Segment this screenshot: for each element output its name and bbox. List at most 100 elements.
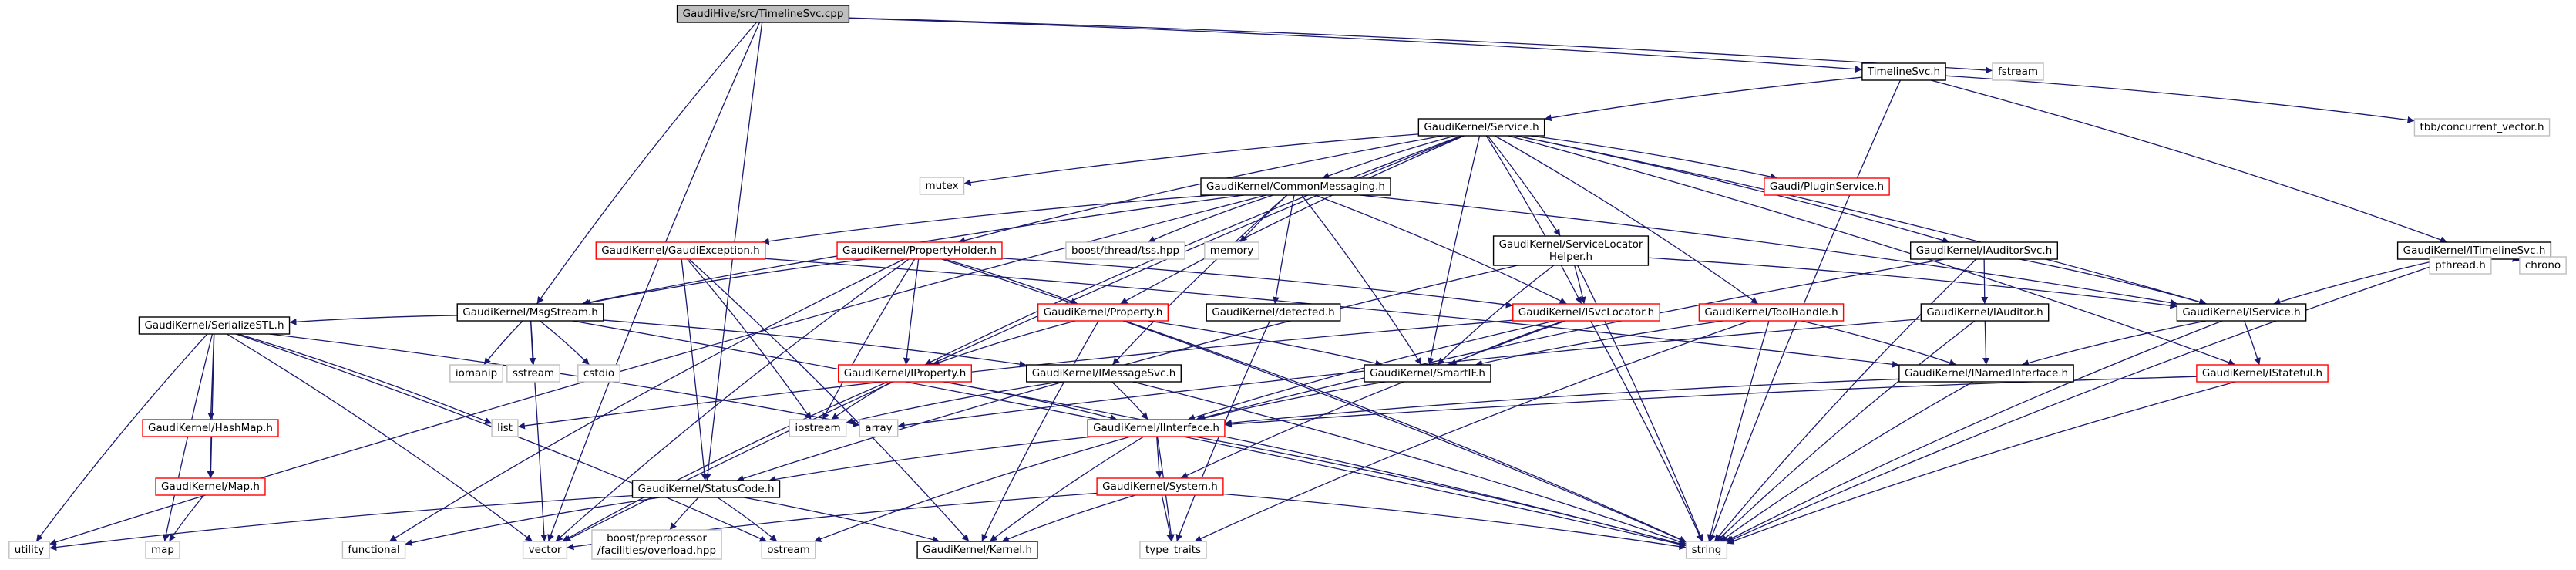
node-box xyxy=(837,364,973,383)
edge-arrow xyxy=(530,320,548,542)
node-box xyxy=(1139,541,1207,559)
node-label: sstream xyxy=(513,367,554,379)
node-box xyxy=(506,364,560,383)
node-type-traits: type_traits xyxy=(1139,541,1207,559)
node-msgstream-h[interactable]: GaudiKernel/MsgStream.h xyxy=(456,303,604,322)
node-statuscode-h[interactable]: GaudiKernel/StatusCode.h xyxy=(631,480,781,498)
node-ostream: ostream xyxy=(761,541,816,559)
edge-gaudiexception-h-to-inamedinterface-h xyxy=(765,258,1899,368)
edge-arrow xyxy=(1132,381,1687,545)
edge-iauditor-h-to-string xyxy=(1716,320,1976,542)
node-map-h[interactable]: GaudiKernel/Map.h xyxy=(155,477,266,496)
edge-iservice-h-to-string xyxy=(1725,320,2223,542)
edge-service-h-to-toolhandle-h xyxy=(1494,135,1759,305)
node-array: array xyxy=(859,419,899,437)
node-detected-h[interactable]: GaudiKernel/detected.h xyxy=(1206,303,1341,322)
node-layer: GaudiHive/src/TimelineSvc.cppTimelineSvc… xyxy=(8,5,2567,560)
edge-propertyholder-h-to-string xyxy=(941,258,1687,543)
node-label: Helper.h xyxy=(1549,251,1592,263)
node-propertyholder-h[interactable]: GaudiKernel/PropertyHolder.h xyxy=(836,241,1003,260)
node-itimelinesvc-h[interactable]: GaudiKernel/ITimelineSvc.h xyxy=(2396,241,2552,260)
edge-system-h-to-string xyxy=(1222,493,1687,551)
edge-arrow xyxy=(1198,381,1386,422)
edge-propertyholder-h-to-vector xyxy=(555,258,910,542)
node-label: boost/preprocessor xyxy=(607,532,707,545)
edge-arrow xyxy=(1111,194,1288,366)
edge-arrow xyxy=(1224,378,1899,427)
node-box xyxy=(1200,177,1391,196)
edge-service-h-to-property-h xyxy=(1120,135,1465,305)
node-label: Gaudi/PluginService.h xyxy=(1770,180,1884,193)
node-box xyxy=(155,477,266,496)
node-box xyxy=(2413,118,2551,137)
edge-iproperty-h-to-vector xyxy=(562,381,888,542)
node-property-h[interactable]: GaudiKernel/Property.h xyxy=(1037,303,1169,322)
edge-servicelocatorhelper-h-to-isvclocator-h xyxy=(1574,265,1586,305)
node-root[interactable]: GaudiHive/src/TimelineSvc.cpp xyxy=(676,5,850,23)
edge-arrow xyxy=(388,258,905,542)
node-isvclocator-h[interactable]: GaudiKernel/ISvcLocator.h xyxy=(1512,303,1660,322)
edge-arrow xyxy=(269,333,860,427)
edge-arrow xyxy=(2021,320,2207,366)
node-iauditor-h[interactable]: GaudiKernel/IAuditor.h xyxy=(1920,303,2050,322)
node-imessagesvc-h[interactable]: GaudiKernel/IMessageSvc.h xyxy=(1026,364,1182,383)
node-cstdio: cstdio xyxy=(577,364,620,383)
node-inamedinterface-h[interactable]: GaudiKernel/INamedInterface.h xyxy=(1898,364,2074,383)
edge-arrow xyxy=(1301,194,1422,366)
node-istateful-h[interactable]: GaudiKernel/IStateful.h xyxy=(2196,364,2329,383)
edge-imessagesvc-h-to-string xyxy=(1132,381,1687,545)
edge-arrow xyxy=(1530,135,1778,180)
node-pluginservice-h[interactable]: Gaudi/PluginService.h xyxy=(1764,177,1890,196)
node-iservice-h[interactable]: GaudiKernel/IService.h xyxy=(2176,303,2307,322)
node-iauditorsvc-h[interactable]: GaudiKernel/IAuditorSvc.h xyxy=(1909,241,2059,260)
edge-commonmessaging-h-to-memory xyxy=(1239,194,1288,243)
edge-arrow xyxy=(1322,135,1455,180)
node-box xyxy=(145,541,180,559)
node-smartif-h[interactable]: GaudiKernel/SmartIF.h xyxy=(1364,364,1491,383)
edge-propertyholder-h-to-msgstream-h xyxy=(583,258,866,306)
edge-arrow xyxy=(903,258,920,366)
edge-arrow xyxy=(943,381,1118,422)
node-system-h[interactable]: GaudiKernel/System.h xyxy=(1096,477,1224,496)
node-box xyxy=(456,303,604,322)
edge-arrow xyxy=(1194,436,1687,548)
node-hashmap-h[interactable]: GaudiKernel/HashMap.h xyxy=(142,419,279,437)
node-chrono: chrono xyxy=(2519,256,2567,275)
node-label: GaudiKernel/Kernel.h xyxy=(923,544,1032,556)
edge-arrow xyxy=(583,258,866,306)
edge-arrow xyxy=(1801,320,1957,366)
edge-arrow xyxy=(849,17,1993,74)
edge-servicelocatorhelper-h-to-string xyxy=(1577,265,1703,542)
edge-servicelocatorhelper-h-to-iservice-h xyxy=(1648,257,2177,309)
edge-arrow xyxy=(681,258,708,481)
edge-arrow xyxy=(1272,194,1295,305)
node-serializestl-h[interactable]: GaudiKernel/SerializeSTL.h xyxy=(138,316,291,335)
edge-arrow xyxy=(1161,494,1174,542)
node-label: iostream xyxy=(795,422,840,434)
edge-arrow xyxy=(1359,194,2178,306)
node-toolhandle-h[interactable]: GaudiKernel/ToolHandle.h xyxy=(1698,303,1845,322)
node-timelinesvc-h[interactable]: TimelineSvc.h xyxy=(1861,62,1946,81)
edge-service-h-to-commonmessaging-h xyxy=(1322,135,1455,180)
edge-arrow xyxy=(1930,79,2448,244)
edge-commonmessaging-h-to-imessagesvc-h xyxy=(1111,194,1288,366)
edge-iproperty-h-to-iinterface-h xyxy=(943,381,1118,422)
node-iproperty-h[interactable]: GaudiKernel/IProperty.h xyxy=(837,364,973,383)
node-box xyxy=(789,419,847,437)
node-box xyxy=(631,480,781,498)
node-box xyxy=(1909,241,2059,260)
node-box xyxy=(1764,177,1890,196)
node-iinterface-h[interactable]: GaudiKernel/IInterface.h xyxy=(1087,419,1226,437)
node-commonmessaging-h[interactable]: GaudiKernel/CommonMessaging.h xyxy=(1200,177,1391,196)
node-label: GaudiKernel/CommonMessaging.h xyxy=(1206,180,1385,193)
edge-msgstream-h-to-serializestl-h xyxy=(289,315,458,325)
node-box xyxy=(676,5,850,23)
node-gaudiexception-h[interactable]: GaudiKernel/GaudiException.h xyxy=(595,241,766,260)
node-kernel-h[interactable]: GaudiKernel/Kernel.h xyxy=(916,541,1038,559)
node-service-h[interactable]: GaudiKernel/Service.h xyxy=(1417,118,1545,137)
node-box xyxy=(1898,364,2074,383)
node-label: utility xyxy=(15,544,44,556)
node-box xyxy=(591,529,722,560)
